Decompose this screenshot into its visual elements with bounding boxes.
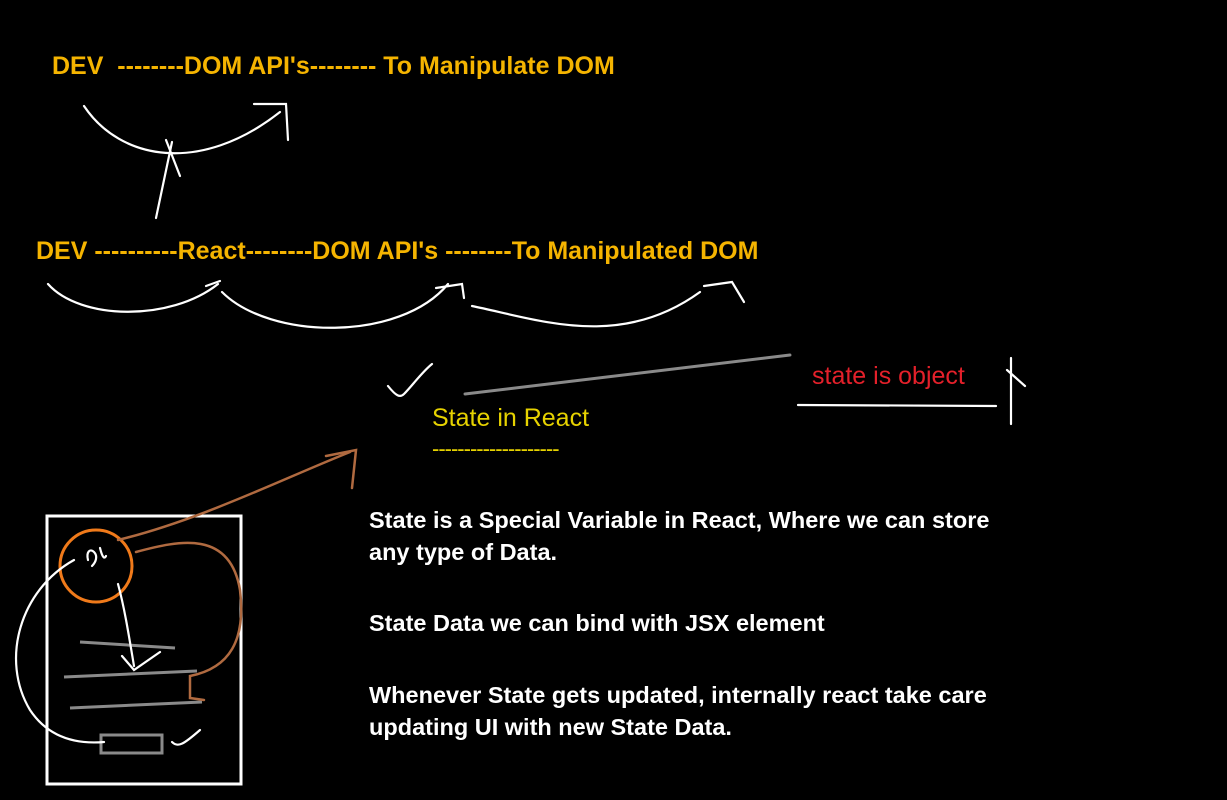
ui-mockup-frame bbox=[45, 514, 243, 786]
brown-arrow bbox=[116, 450, 352, 542]
brown-loop bbox=[134, 541, 243, 702]
white-down-arrow bbox=[116, 582, 136, 668]
state-heading-underline: -------------------- bbox=[432, 436, 560, 461]
note-underline bbox=[796, 403, 998, 408]
flow-line-direct: DEV --------DOM API's-------- To Manipul… bbox=[52, 52, 615, 80]
cursor-mark bbox=[1005, 356, 1027, 426]
flow-arc-1 bbox=[82, 104, 282, 155]
white-down-arrowhead bbox=[120, 650, 162, 672]
ui-line-3 bbox=[69, 700, 203, 710]
connector-line bbox=[463, 353, 792, 396]
brown-arrowhead bbox=[324, 448, 358, 490]
state-heading: State in React bbox=[432, 404, 590, 432]
flow-arc-4 bbox=[470, 290, 702, 328]
ui-button-mock bbox=[99, 733, 164, 755]
state-circle bbox=[58, 528, 134, 604]
check-mark bbox=[386, 362, 434, 397]
state-binding: State Data we can bind with JSX element bbox=[369, 610, 825, 636]
state-scribble bbox=[86, 546, 108, 568]
flow-line-react: DEV ----------React--------DOM API's ---… bbox=[36, 237, 759, 265]
flow-arrowhead-4 bbox=[702, 280, 746, 304]
state-definition: State is a Special Variable in React, Wh… bbox=[369, 507, 990, 565]
flow-arrowhead-1 bbox=[252, 102, 290, 142]
small-check bbox=[170, 728, 202, 746]
state-update: Whenever State gets updated, internally … bbox=[369, 682, 987, 740]
ui-line-1 bbox=[79, 640, 176, 650]
state-object-note: state is object bbox=[812, 362, 965, 390]
flow-arc-3 bbox=[220, 282, 450, 329]
flow-arc-2 bbox=[46, 282, 220, 313]
white-loop bbox=[15, 558, 106, 744]
up-arrow-line bbox=[154, 140, 174, 220]
flow-arrowhead-3 bbox=[434, 282, 466, 300]
ui-line-2 bbox=[63, 669, 198, 679]
cross-mark bbox=[164, 138, 182, 178]
flow-arrowhead-2 bbox=[204, 279, 222, 288]
